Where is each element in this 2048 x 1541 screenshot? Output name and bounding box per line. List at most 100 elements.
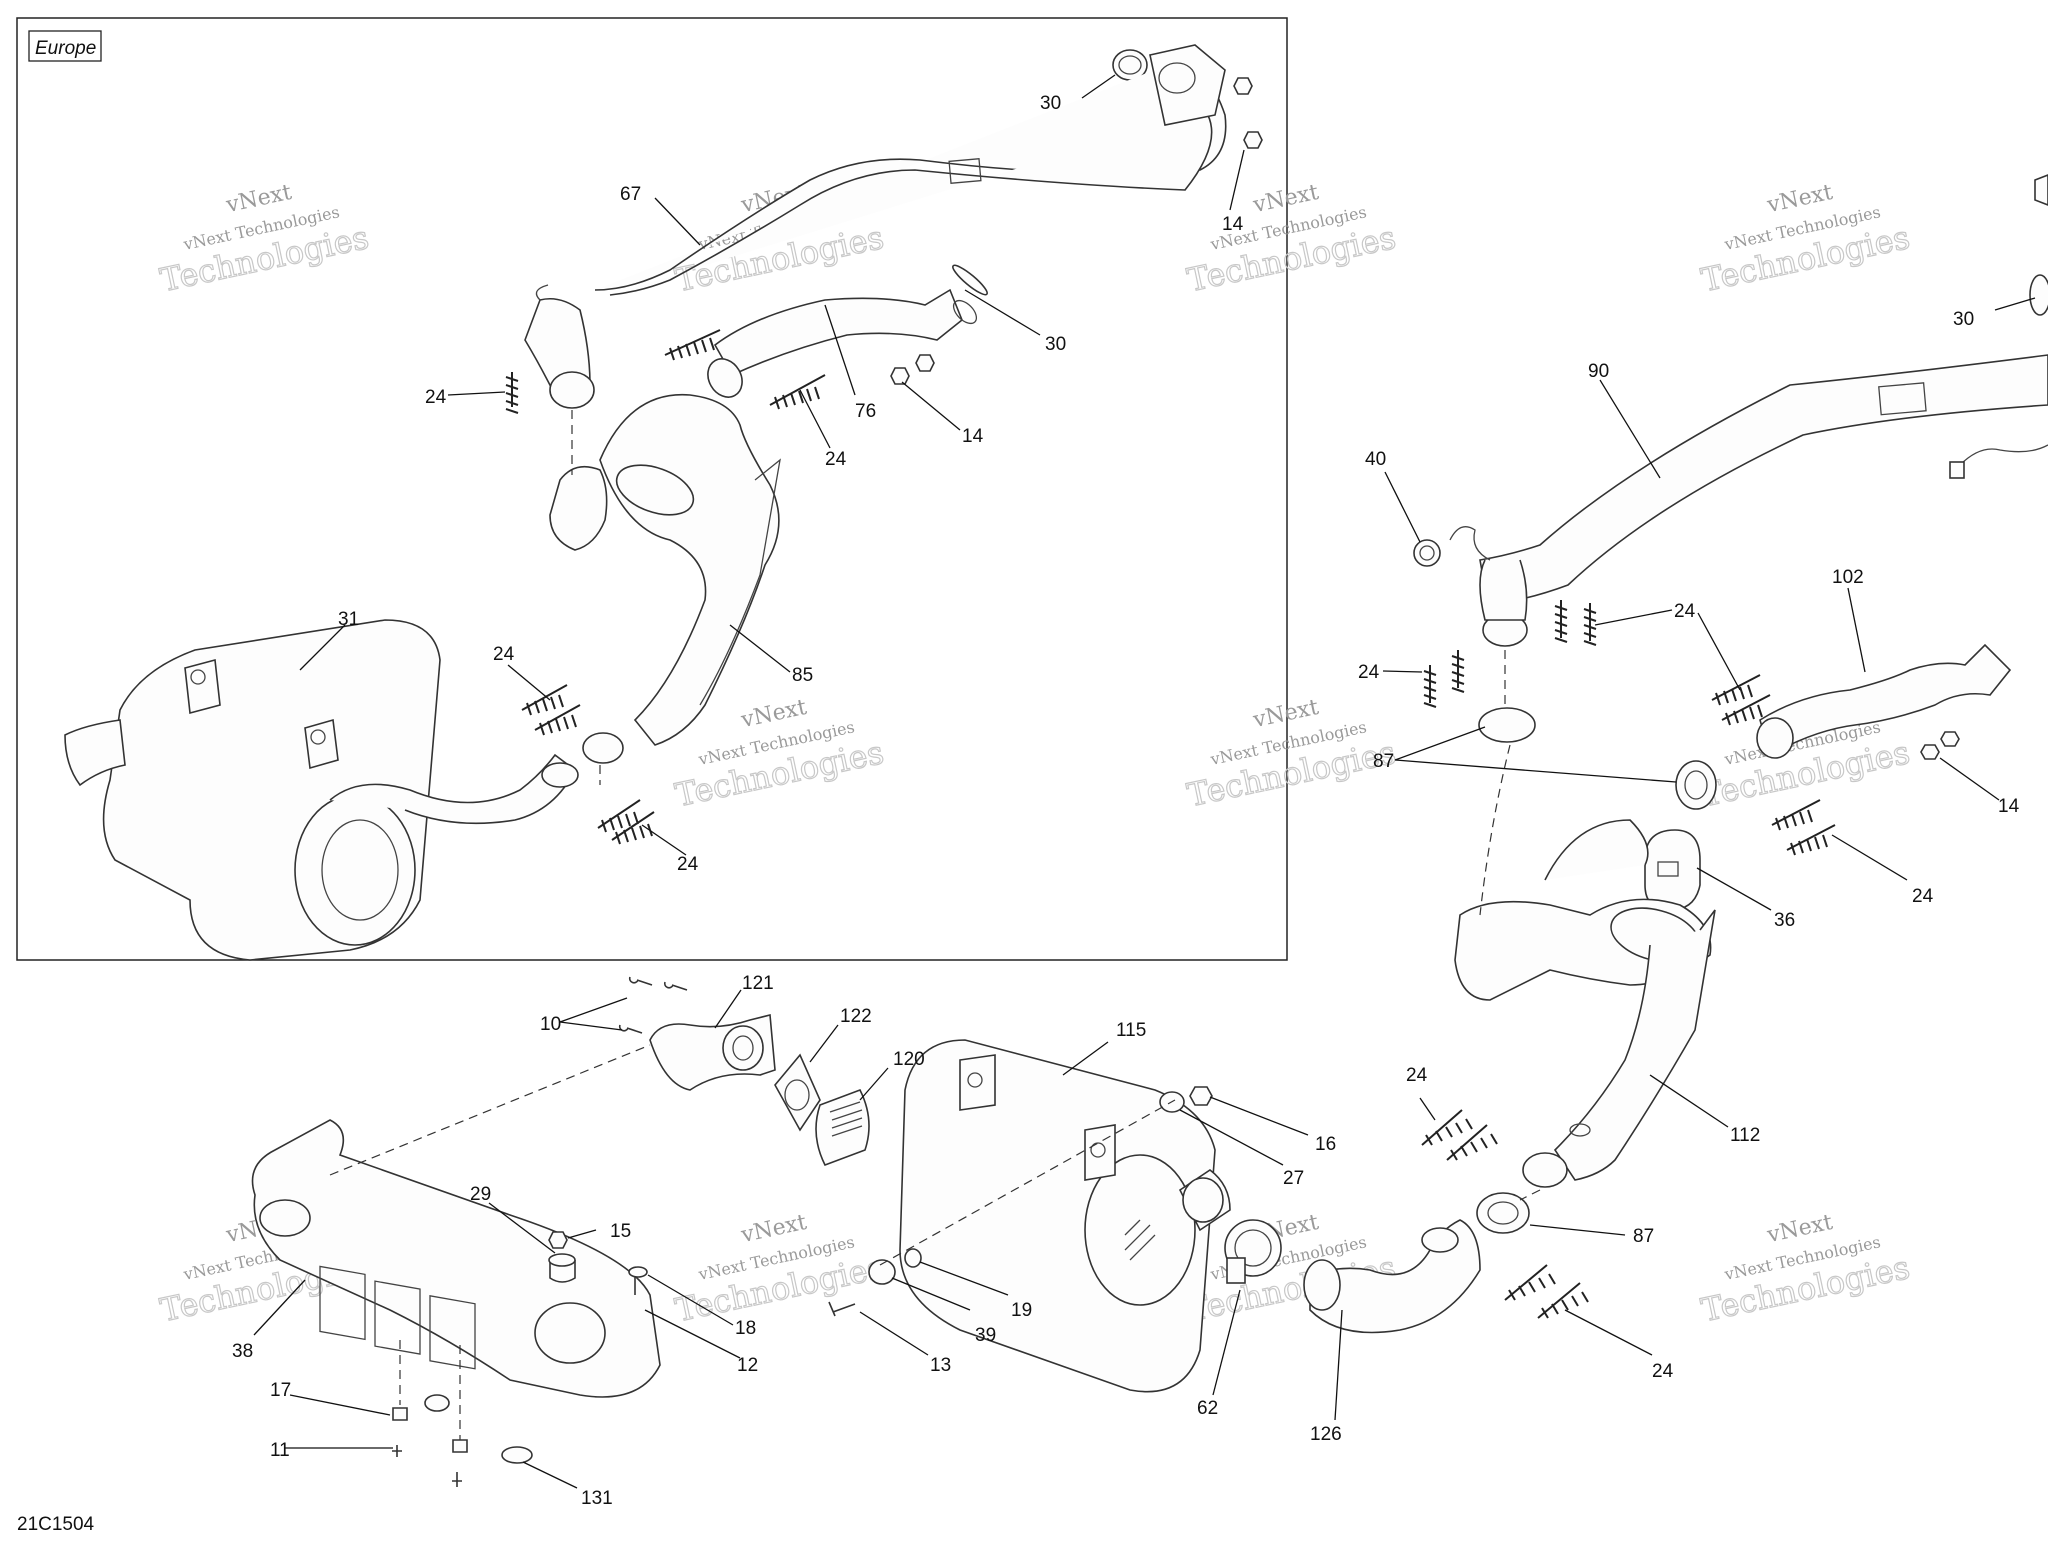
- region-tag: Europe: [35, 38, 96, 59]
- gasket-87: [1675, 760, 1717, 810]
- spring-24: [1421, 1109, 1473, 1146]
- nut-14: [1920, 744, 1940, 760]
- callout-120: 120: [893, 1049, 925, 1070]
- drawing-code: 21C1504: [17, 1514, 95, 1535]
- watermark: vNext vNext Technologies Technologies: [1183, 180, 1399, 300]
- callout-29: 29: [470, 1184, 491, 1205]
- callout-90: 90: [1588, 361, 1609, 382]
- pipe-102: [1759, 643, 2012, 757]
- nut-14: [1243, 131, 1263, 149]
- callout-38: 38: [232, 1341, 253, 1362]
- watermark: vNext vNext Technologies Technologies: [1183, 695, 1399, 815]
- callout-31: 31: [338, 609, 359, 630]
- watermark: vNext vNext Technologies Technologies: [671, 1210, 887, 1330]
- callout-24: 24: [1652, 1361, 1674, 1382]
- callout-36: 36: [1774, 910, 1795, 931]
- screw-11: [392, 1445, 402, 1457]
- callout-19: 19: [1011, 1300, 1032, 1321]
- callout-122: 122: [840, 1006, 872, 1027]
- callout-17: 17: [270, 1380, 291, 1401]
- sleeve-19: [904, 1248, 922, 1268]
- callout-30: 30: [1045, 334, 1066, 355]
- europe-exhaust-assembly: [64, 44, 1263, 961]
- callout-39: 39: [975, 1325, 996, 1346]
- lower-muffler-assembly: [251, 976, 1481, 1487]
- europe-inset-frame: [16, 17, 1288, 961]
- callout-14: 14: [1222, 214, 1244, 235]
- spring-24: [769, 374, 826, 410]
- spacer-39: [868, 1259, 896, 1285]
- callout-112: 112: [1730, 1125, 1760, 1146]
- svg-text:vNext: vNext: [1764, 180, 1835, 218]
- callout-67: 67: [620, 184, 641, 205]
- callout-24: 24: [825, 449, 847, 470]
- spring-24: [521, 684, 568, 716]
- nut-15: [548, 1231, 568, 1249]
- svg-text:vNext: vNext: [738, 1210, 809, 1248]
- svg-text:vNext: vNext: [1250, 695, 1321, 733]
- gasket-30: [2029, 274, 2048, 316]
- svg-text:vNext: vNext: [738, 695, 809, 733]
- callout-27: 27: [1283, 1168, 1304, 1189]
- callout-121: 121: [742, 973, 774, 994]
- grommet-131: [501, 1446, 533, 1464]
- spring-24: [1504, 1264, 1556, 1301]
- spring-24: [597, 799, 641, 833]
- leader-lines: [253, 74, 2036, 1489]
- gasket-30: [952, 264, 988, 296]
- heat-shield-38: [251, 1119, 661, 1398]
- plug-40: [1413, 539, 1441, 567]
- spring-24: [505, 372, 519, 414]
- watermark: vNext vNext Technologies Technologies: [156, 180, 372, 300]
- gasket-87: [1478, 707, 1536, 743]
- callout-24: 24: [493, 644, 515, 665]
- callout-102: 102: [1832, 567, 1864, 588]
- watermark: vNext vNext Technologies Technologies: [1697, 180, 1913, 300]
- callout-115: 115: [1116, 1020, 1146, 1041]
- region-tag-box: [28, 30, 102, 62]
- bolt-10: [628, 976, 653, 986]
- callout-40: 40: [1365, 449, 1386, 470]
- callout-10: 10: [540, 1014, 561, 1035]
- callout-16: 16: [1315, 1134, 1336, 1155]
- callout-62: 62: [1197, 1398, 1218, 1419]
- header-pipe-67: [594, 59, 1227, 291]
- callout-24: 24: [1358, 662, 1380, 683]
- nut-14: [890, 367, 910, 385]
- watermark: vNext vNext Technologies Technologies: [1697, 1210, 1913, 1330]
- nut-14: [1233, 77, 1253, 95]
- washer-18: [628, 1266, 648, 1278]
- svg-text:vNext: vNext: [1764, 1210, 1835, 1248]
- callout-labels: 30 67 14 30 24 76 14 24 31 24 85 24 30 9…: [232, 93, 2020, 1509]
- svg-text:vNext: vNext: [223, 180, 294, 218]
- callout-87: 87: [1633, 1226, 1654, 1247]
- callout-24: 24: [677, 854, 699, 875]
- catalyst-85: [599, 393, 780, 746]
- callout-85: 85: [792, 665, 813, 686]
- callout-12: 12: [737, 1355, 758, 1376]
- callout-11: 11: [270, 1440, 290, 1461]
- callout-13: 13: [930, 1355, 951, 1376]
- spring-24: [1554, 600, 1568, 643]
- tail-pipe: [64, 719, 126, 787]
- spring-24: [1423, 665, 1437, 708]
- gasket-122: [774, 1053, 821, 1132]
- clip-17: [392, 1407, 408, 1421]
- callout-14: 14: [962, 426, 984, 447]
- callout-24: 24: [1912, 886, 1934, 907]
- spring-24: [664, 329, 721, 361]
- callout-15: 15: [610, 1221, 631, 1242]
- main-exhaust-assembly: [1413, 174, 2048, 1319]
- callout-30: 30: [1040, 93, 1061, 114]
- callout-24: 24: [1674, 601, 1696, 622]
- callout-30: 30: [1953, 309, 1974, 330]
- gasket-87: [1476, 1192, 1530, 1234]
- nut-16: [1189, 1086, 1213, 1106]
- bolt-13: [828, 1301, 856, 1317]
- callout-24: 24: [1406, 1065, 1428, 1086]
- spring-24: [1771, 799, 1821, 831]
- bracket-36: [1644, 829, 1701, 911]
- header-pipe-90: [1479, 354, 2048, 606]
